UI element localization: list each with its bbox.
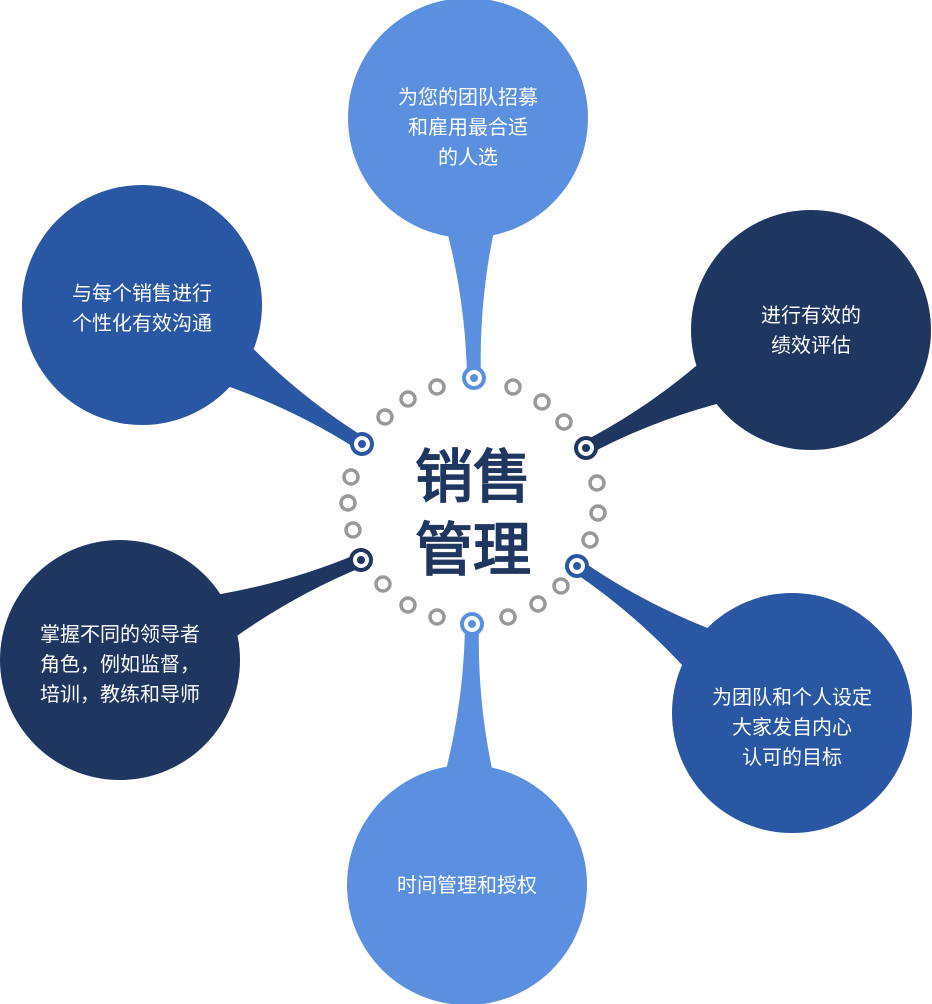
ring-dot xyxy=(399,390,417,408)
connector-node-dot xyxy=(358,440,366,448)
ring-dot xyxy=(344,521,362,539)
bubble-text-line: 掌握不同的领导者 xyxy=(40,622,200,646)
ring-dot xyxy=(581,531,599,549)
bubble-text-line: 时间管理和授权 xyxy=(397,873,537,897)
bubble-circle xyxy=(672,593,912,833)
ring-dot xyxy=(499,608,517,626)
bubble-text-line: 为团队和个人设定 xyxy=(712,685,872,709)
ring-dot xyxy=(399,596,417,614)
center-title-line-2: 管理 xyxy=(415,516,531,584)
bubble-time: 时间管理和授权 xyxy=(347,612,587,1004)
dotted-ring xyxy=(339,378,607,626)
connector-node-dot xyxy=(468,620,476,628)
bubble-text-line: 培训，教练和导师 xyxy=(40,682,200,706)
ring-dot xyxy=(555,413,573,431)
bubble-text-line: 与每个销售进行 xyxy=(72,281,212,305)
bubble-text-line: 个性化有效沟通 xyxy=(72,311,212,335)
ring-dot xyxy=(428,608,446,626)
ring-dot xyxy=(339,494,357,512)
connector-node-dot xyxy=(573,562,581,570)
bubble-text-line: 和雇用最合适 xyxy=(408,115,528,139)
bubble-text-line: 大家发自内心 xyxy=(732,715,852,739)
bubble-text-line: 认可的目标 xyxy=(742,745,842,769)
ring-dot xyxy=(589,504,607,522)
bubble-text-line: 的人选 xyxy=(438,145,498,169)
bubble-circle xyxy=(0,540,240,780)
bubble-circle xyxy=(347,765,587,1004)
ring-dot xyxy=(374,575,392,593)
ring-dot xyxy=(376,408,394,426)
bubble-text-line: 绩效评估 xyxy=(771,333,851,357)
ring-dot xyxy=(529,595,547,613)
ring-dot xyxy=(428,378,446,396)
ring-dot xyxy=(342,468,360,486)
ring-dot xyxy=(588,474,606,492)
bubble-circle xyxy=(22,185,262,425)
bubble-circle xyxy=(691,210,931,450)
ring-dot xyxy=(533,393,551,411)
connector-node-dot xyxy=(582,444,590,452)
bubble-text-line: 角色，例如监督， xyxy=(40,652,200,676)
ring-dot xyxy=(504,378,522,396)
connector-node-dot xyxy=(357,556,365,564)
bubble-text-line: 进行有效的 xyxy=(761,303,861,327)
bubble-circle xyxy=(348,0,588,238)
center-title-line-1: 销售 xyxy=(415,443,531,511)
connector-node-dot xyxy=(470,374,478,382)
ring-dot xyxy=(552,577,570,595)
bubble-text-line: 为您的团队招募 xyxy=(398,85,538,109)
